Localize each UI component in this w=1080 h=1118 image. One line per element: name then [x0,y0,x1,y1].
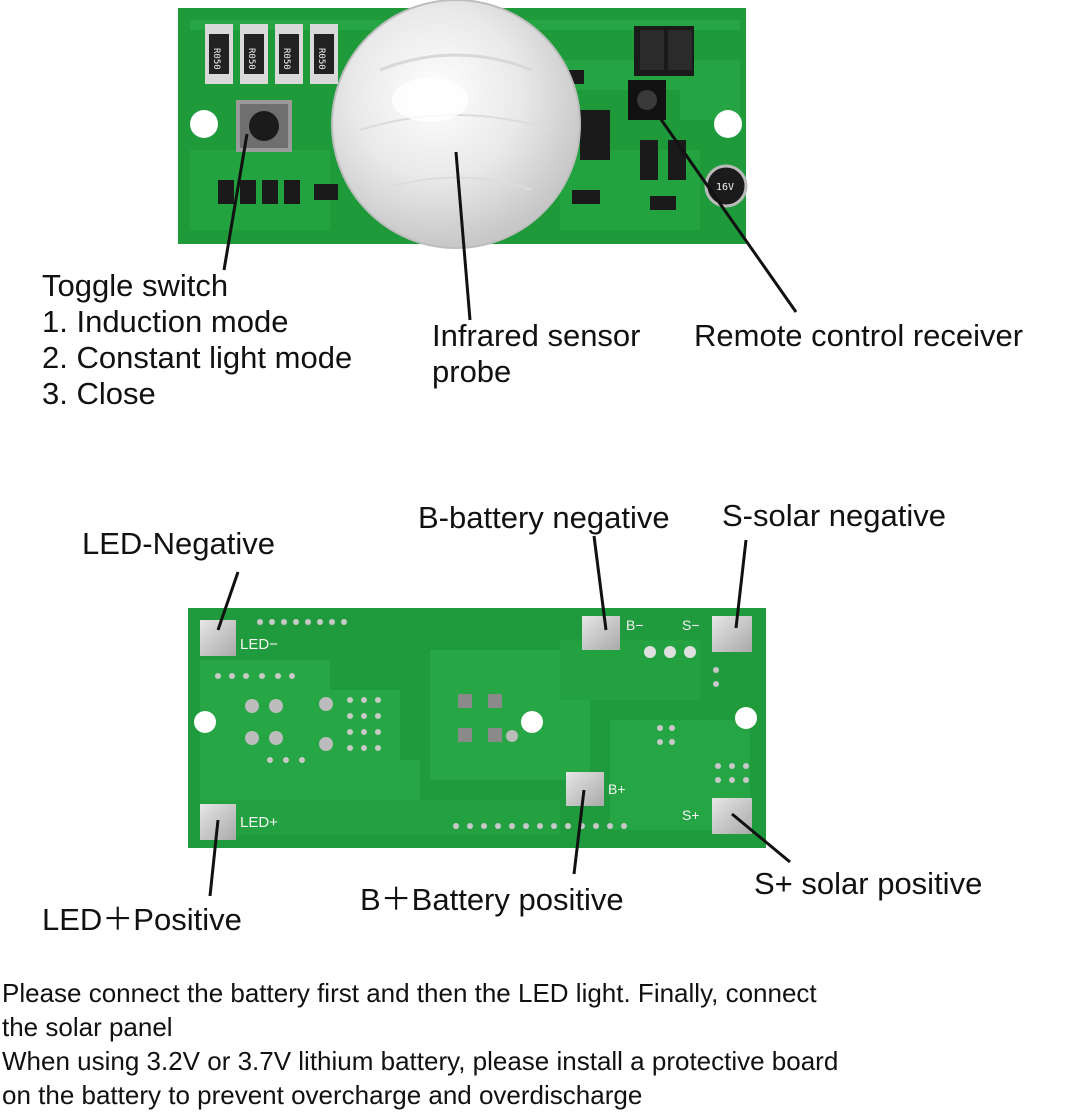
silk-led-plus: LED+ [240,814,278,831]
leader-toggle [222,133,249,271]
led-negative-label: LED-Negative [82,526,275,561]
smd-components: 16V [218,26,748,210]
leader-led-negative [216,571,240,631]
battery-positive-label: B＋Battery positive [360,882,624,917]
pad-battery-negative [582,616,620,650]
toggle-switch-label: Toggle switch 1. Induction mode 2. Const… [42,268,352,412]
mount-hole [521,711,543,733]
leader-battery-positive [572,789,586,875]
svg-text:R050: R050 [316,48,326,70]
resistor-row: R050 R050 R050 R050 [205,24,338,84]
top-pcb: R050 R050 R050 R050 [178,0,748,249]
remote-receiver-label: Remote control receiver [694,318,1024,353]
mount-hole [190,110,218,138]
pad-solar-negative [712,616,752,652]
silk-b-plus: B+ [608,781,626,797]
leader-led-positive [208,819,220,897]
mount-hole [194,711,216,733]
solar-negative-label: S-solar negative [722,498,947,533]
infrared-sensor-line-1: Infrared sensor [432,318,641,353]
silk-b-minus: B− [626,617,644,633]
vias [215,619,749,829]
toggle-mode-2: 2. Constant light mode [42,340,353,375]
note-line-3: When using 3.2V or 3.7V lithium battery,… [2,1046,839,1076]
bottom-pcb: LED− LED+ B− S− B+ S+ [188,608,766,848]
leader-remote [658,117,798,313]
note-line-4: on the battery to prevent overcharge and… [2,1080,643,1110]
mount-hole [735,707,757,729]
leader-solar-negative [734,539,748,629]
infrared-sensor-line-2: probe [432,354,512,389]
svg-text:R050: R050 [281,48,291,70]
battery-negative-label: B-battery negative [418,500,670,535]
led-positive-label: LED＋Positive [42,902,242,937]
silk-s-plus: S+ [682,807,700,823]
mount-hole [714,110,742,138]
toggle-switch-title: Toggle switch [42,268,229,303]
toggle-mode-1: 1. Induction mode [42,304,289,339]
silk-s-minus: S− [682,617,700,633]
svg-text:R050: R050 [246,48,256,70]
th-pads [245,646,696,751]
svg-text:16V: 16V [716,182,734,193]
solar-positive-label: S+ solar positive [754,866,983,901]
pir-dome [331,0,581,249]
pad-solar-positive [712,798,752,834]
leader-battery-negative [592,535,608,631]
leader-solar-positive [731,812,791,864]
svg-text:R050: R050 [211,48,221,70]
silk-led-minus: LED− [240,636,278,653]
note-line-1: Please connect the battery first and the… [2,978,817,1008]
toggle-mode-3: 3. Close [42,376,156,411]
infrared-sensor-label: Infrared sensor probe [432,318,641,390]
note-line-2: the solar panel [2,1012,173,1042]
pad-battery-positive [566,772,604,806]
leader-sensor [454,151,472,321]
